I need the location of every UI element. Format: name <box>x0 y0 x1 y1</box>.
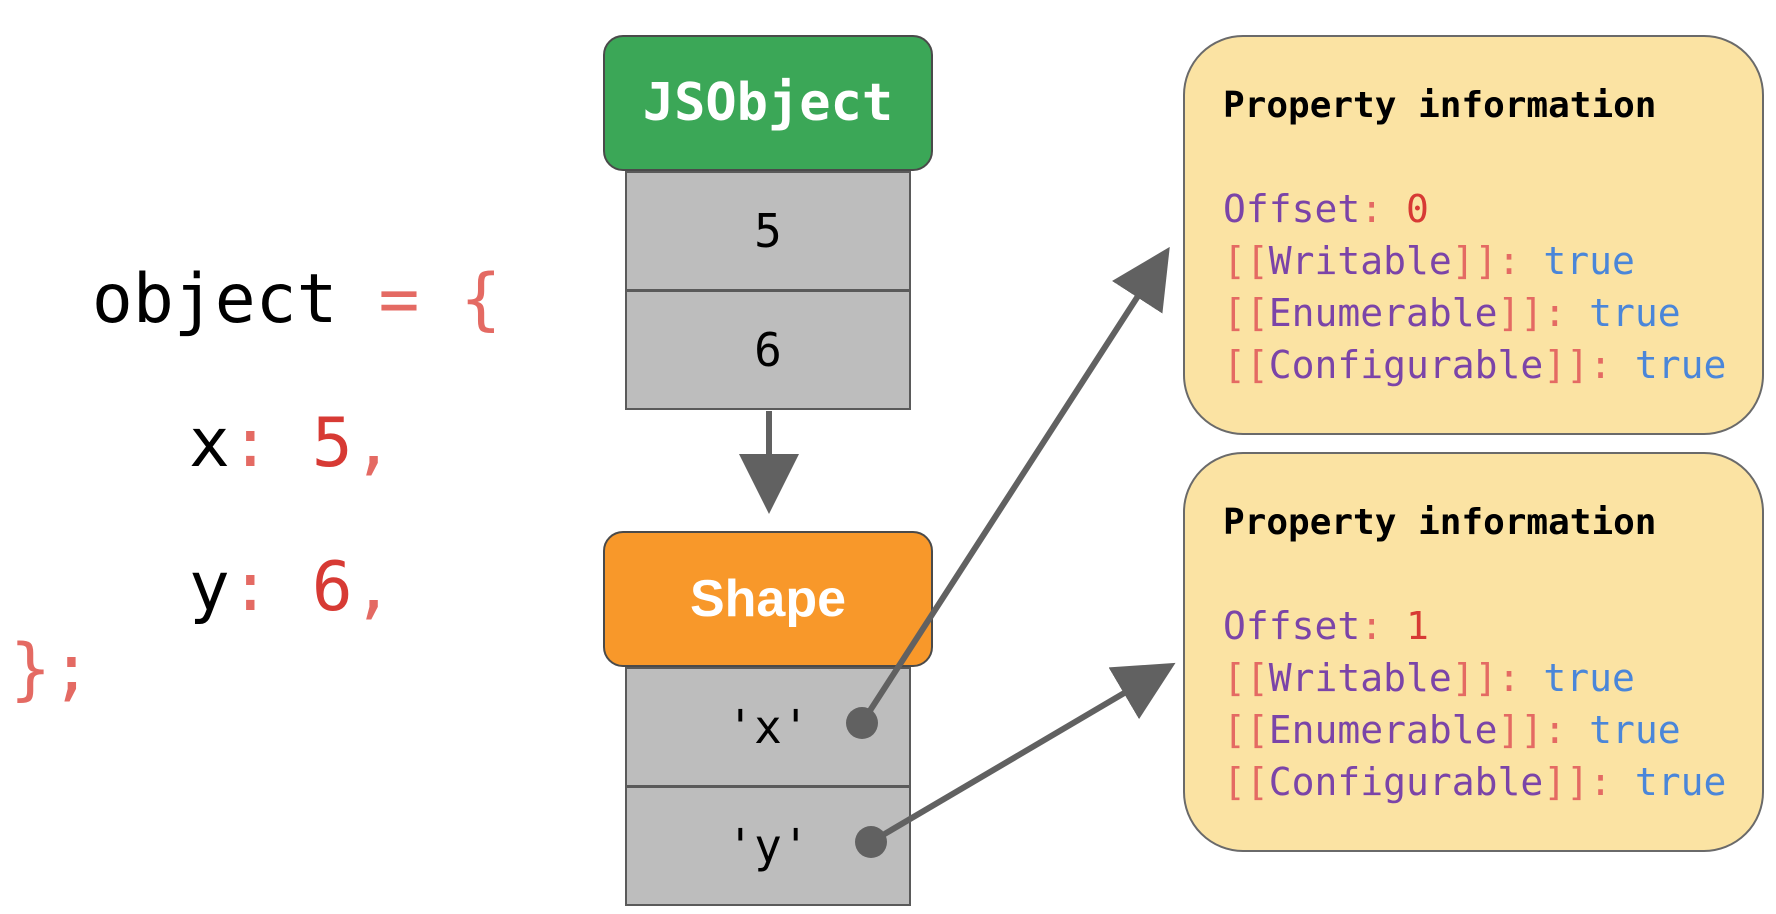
property-attr-writable: [[Writable]]: true <box>1223 656 1635 700</box>
jsobject-slot-0: 5 <box>625 171 911 291</box>
code-colon: : <box>229 548 312 627</box>
arrow-y-to-property-1 <box>869 662 1176 845</box>
property-title: Property information <box>1223 85 1657 126</box>
arrow-x-to-property-0 <box>859 246 1170 725</box>
attr-value: true <box>1634 343 1727 387</box>
property-attr-configurable: [[Configurable]]: true <box>1223 343 1727 387</box>
colon: : <box>1360 604 1407 648</box>
offset-label: Offset <box>1223 187 1361 231</box>
code-colon: : <box>229 404 312 483</box>
attr-value: true <box>1589 708 1681 752</box>
colon: : <box>1360 187 1407 231</box>
code-line-object: object = { <box>10 198 501 334</box>
offset-value: 1 <box>1406 604 1429 648</box>
code-line-x: x: 5, <box>107 342 394 478</box>
code-line-y: y: 6, <box>107 486 394 622</box>
attr-value: true <box>1543 239 1635 283</box>
attr-value: true <box>1543 656 1635 700</box>
attr-name: Writable <box>1268 656 1452 700</box>
pointer-dot-x <box>846 707 878 739</box>
offset-value: 0 <box>1406 187 1429 231</box>
property-box-y: Property information Offset: 1 [[Writabl… <box>1183 452 1764 852</box>
property-offset: Offset: 0 <box>1223 187 1429 231</box>
property-attr-configurable: [[Configurable]]: true <box>1223 760 1727 804</box>
property-attr-writable: [[Writable]]: true <box>1223 239 1635 283</box>
offset-label: Offset <box>1223 604 1361 648</box>
property-title: Property information <box>1223 502 1657 543</box>
code-key-y: y <box>188 548 230 627</box>
pointer-dot-y <box>855 826 887 858</box>
code-value-6: 6 <box>311 548 353 627</box>
code-close-brace: }; <box>10 630 92 709</box>
attr-name: Enumerable <box>1268 708 1498 752</box>
code-object-name: object <box>91 260 338 339</box>
shape-header: Shape <box>603 531 933 667</box>
attr-name: Configurable <box>1268 760 1544 804</box>
attr-value: true <box>1634 760 1727 804</box>
property-offset: Offset: 1 <box>1223 604 1429 648</box>
attr-value: true <box>1589 291 1681 335</box>
property-attr-enumerable: [[Enumerable]]: true <box>1223 291 1681 335</box>
code-key-x: x <box>188 404 230 483</box>
jsobject-slot-1: 6 <box>625 290 911 410</box>
jsobject-header: JSObject <box>603 35 933 171</box>
property-box-x: Property information Offset: 0 [[Writabl… <box>1183 35 1764 435</box>
attr-name: Configurable <box>1268 343 1544 387</box>
attr-name: Writable <box>1268 239 1452 283</box>
attr-name: Enumerable <box>1268 291 1498 335</box>
code-value-5: 5 <box>311 404 353 483</box>
code-assign-brace: = { <box>337 260 502 339</box>
shape-slot-x: 'x' <box>625 667 911 787</box>
code-comma: , <box>352 404 394 483</box>
property-attr-enumerable: [[Enumerable]]: true <box>1223 708 1681 752</box>
code-comma: , <box>352 548 394 627</box>
